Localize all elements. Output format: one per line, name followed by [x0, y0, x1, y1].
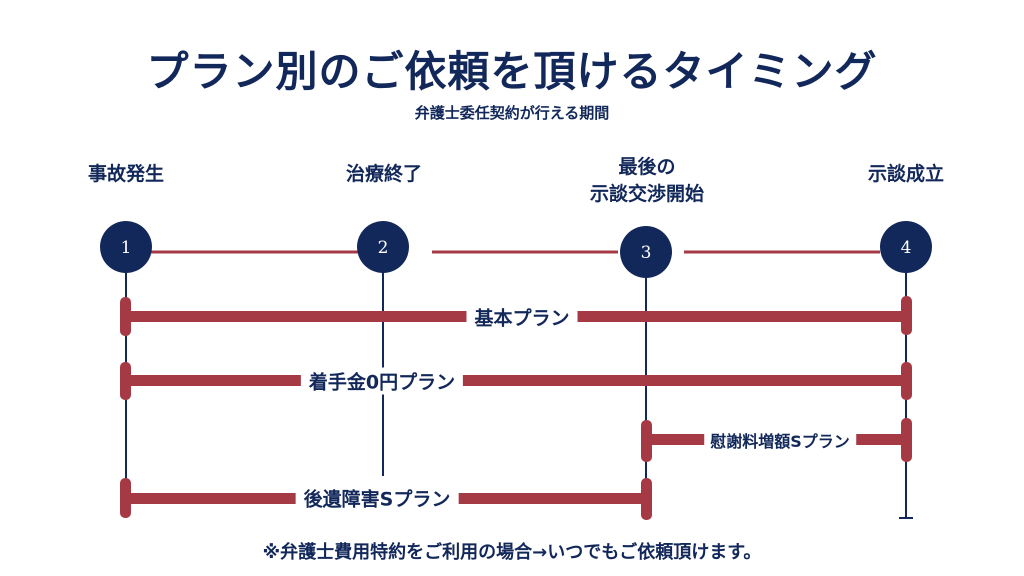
- event-number-4: 4: [901, 238, 912, 258]
- event-number-2: 2: [378, 238, 389, 258]
- page-subtitle: 弁護士委任契約が行える期間: [414, 104, 610, 122]
- plan-label-basic: 基本プラン: [466, 303, 578, 331]
- plan-label-consolation: 慰謝料増額Sプラン: [704, 428, 856, 452]
- event-marker-4: 4: [880, 221, 932, 273]
- event-label-accident: 事故発生: [87, 163, 164, 185]
- page-title: プラン別のご依頼を頂けるタイミング: [146, 47, 878, 96]
- event-label-treatment-end: 治療終了: [345, 163, 422, 185]
- footnote: ※弁護士費用特約をご利用の場合→いつでもご依頼頂けます。: [262, 542, 762, 563]
- plan-label-disability: 後遺障害Sプラン: [295, 484, 459, 512]
- plan-bar-zero-fee: [120, 362, 912, 400]
- event-number-1: 1: [121, 238, 132, 258]
- event-marker-2: 2: [357, 221, 409, 273]
- event-label-settlement: 示談成立: [867, 163, 944, 185]
- event-number-3: 3: [641, 243, 652, 263]
- event-label-last-negotiation: 最後の 示談交渉開始: [589, 156, 704, 205]
- plan-label-zero-fee: 着手金0円プラン: [300, 367, 464, 395]
- event-marker-3: 3: [620, 226, 672, 278]
- event-marker-1: 1: [100, 221, 152, 273]
